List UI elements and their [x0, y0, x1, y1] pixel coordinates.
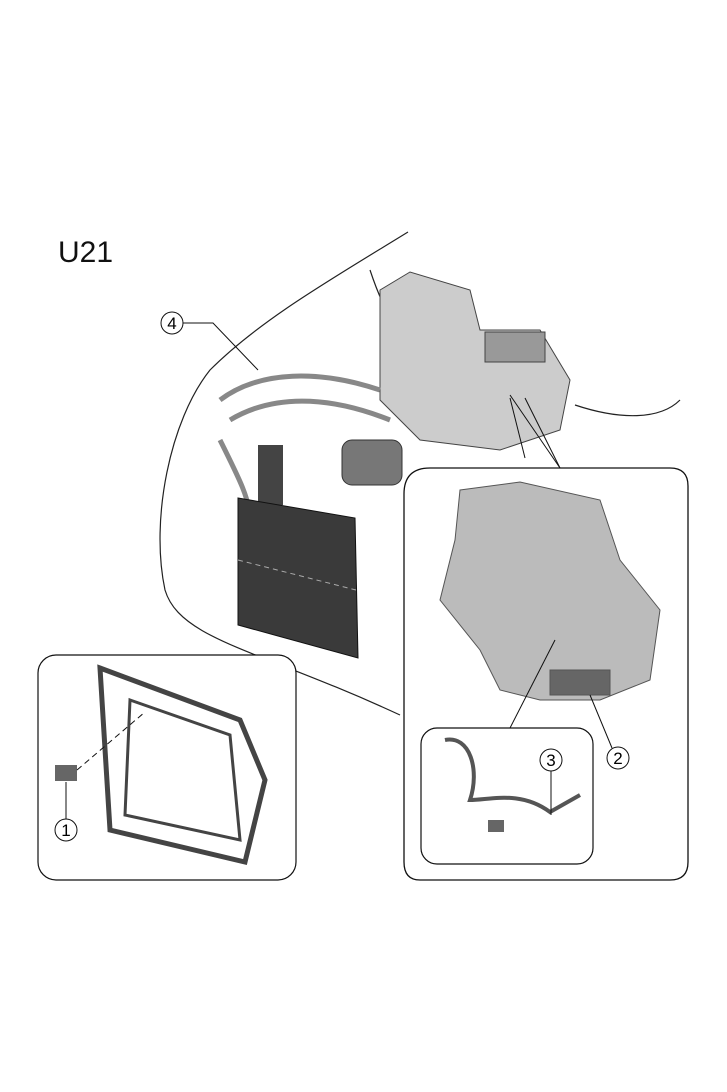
- callout-3: 3: [539, 748, 563, 815]
- vehicle-outline: [159, 231, 409, 716]
- callout-1: 1: [54, 782, 78, 842]
- condenser: [237, 497, 359, 659]
- receiver-drier: [258, 445, 283, 505]
- svg-text:1: 1: [61, 821, 70, 840]
- svg-text:3: 3: [546, 751, 555, 770]
- radiator-support: [97, 664, 268, 866]
- hvac-detail: [439, 481, 661, 701]
- callout-2: 2: [589, 694, 630, 770]
- svg-text:2: 2: [613, 749, 622, 768]
- hvac-unit: [379, 271, 571, 451]
- compressor: [341, 439, 403, 486]
- sensor-harness: [444, 737, 581, 815]
- svg-text:4: 4: [167, 314, 176, 333]
- detail-frame-hvac: [403, 467, 689, 881]
- ambient-sensor: [55, 765, 77, 781]
- diagram-code: U21: [58, 236, 114, 269]
- callout-4: 4: [160, 311, 259, 371]
